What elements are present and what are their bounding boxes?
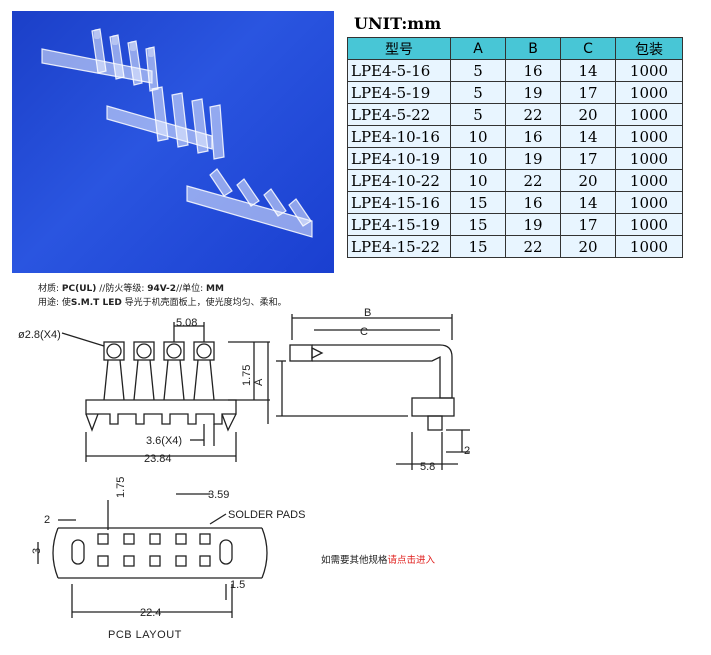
cell-c: 17 xyxy=(560,81,616,104)
cell-model: LPE4-5-16 xyxy=(347,59,451,82)
cell-a: 5 xyxy=(450,103,506,126)
cell-model: LPE4-15-22 xyxy=(347,235,451,258)
cell-b: 22 xyxy=(505,103,561,126)
cell-package: 1000 xyxy=(615,235,683,258)
cell-a: 10 xyxy=(450,125,506,148)
cell-package: 1000 xyxy=(615,103,683,126)
dim-pin-width: 3.6(X4) xyxy=(146,435,182,447)
dim-hole-diameter: ø2.8(X4) xyxy=(18,329,61,341)
dim-a: A xyxy=(253,378,265,386)
more-specs-note: 如需要其他规格请点击进入 xyxy=(321,552,435,566)
fire-label: //防火等级: xyxy=(96,284,148,294)
dim-pcb-2: 2 xyxy=(44,514,50,526)
cell-a: 10 xyxy=(450,147,506,170)
material-note: 材质: PC(UL) //防火等级: 94V-2//单位: MM xyxy=(38,281,224,294)
cell-model: LPE4-10-16 xyxy=(347,125,451,148)
dim-pcb-3: 3 xyxy=(31,548,43,554)
header-b: B xyxy=(505,37,561,60)
cell-b: 19 xyxy=(505,147,561,170)
cell-a: 10 xyxy=(450,169,506,192)
material-value: PC(UL) xyxy=(61,284,97,294)
fire-value: 94V-2 xyxy=(147,284,177,294)
cell-package: 1000 xyxy=(615,147,683,170)
usage-label: 用途: 使 xyxy=(38,298,71,308)
usage-note: 用途: 使S.M.T LED 导光于机壳面板上，使光度均匀、柔和。 xyxy=(38,295,287,308)
led-array xyxy=(103,341,215,401)
cell-c: 17 xyxy=(560,147,616,170)
material-label: 材质: xyxy=(38,284,62,294)
cell-c: 20 xyxy=(560,235,616,258)
usage-rest: 导光于机壳面板上，使光度均匀、柔和。 xyxy=(121,298,287,308)
cell-b: 16 xyxy=(505,191,561,214)
dim-c: C xyxy=(360,326,368,338)
dim-pcb-15: 1.5 xyxy=(230,579,245,591)
cell-package: 1000 xyxy=(615,81,683,104)
cell-a: 15 xyxy=(450,235,506,258)
dim-pcb-224: 22.4 xyxy=(140,607,161,619)
cell-c: 14 xyxy=(560,125,616,148)
cell-model: LPE4-15-16 xyxy=(347,191,451,214)
table-header-row: 型号 A B C 包装 xyxy=(347,37,683,60)
cell-c: 14 xyxy=(560,191,616,214)
dim-overall-width: 23.84 xyxy=(144,453,172,465)
cell-b: 19 xyxy=(505,213,561,236)
dim-side-58: 5.8 xyxy=(420,461,435,473)
cell-b: 22 xyxy=(505,169,561,192)
dim-pitch: 5.08 xyxy=(176,317,197,329)
cell-package: 1000 xyxy=(615,191,683,214)
side-view xyxy=(276,314,470,470)
cell-c: 17 xyxy=(560,213,616,236)
pcb-layout-view xyxy=(37,493,268,618)
cell-a: 15 xyxy=(450,213,506,236)
product-photo xyxy=(12,11,334,273)
cell-model: LPE4-15-19 xyxy=(347,213,451,236)
unit-label: UNIT:mm xyxy=(354,14,442,33)
unit-value: MM xyxy=(206,284,224,294)
cell-b: 22 xyxy=(505,235,561,258)
cell-package: 1000 xyxy=(615,59,683,82)
dim-pcb-359: 3.59 xyxy=(208,489,229,501)
cell-c: 20 xyxy=(560,103,616,126)
cell-package: 1000 xyxy=(615,169,683,192)
cell-b: 19 xyxy=(505,81,561,104)
more-specs-prefix: 如需要其他规格 xyxy=(321,555,388,566)
solder-pads-label: SOLDER PADS xyxy=(228,509,305,521)
cell-model: LPE4-5-22 xyxy=(347,103,451,126)
cell-b: 16 xyxy=(505,125,561,148)
dim-b: B xyxy=(364,307,371,319)
pcb-layout-label: PCB LAYOUT xyxy=(108,629,182,641)
unit-sep: //单位: xyxy=(176,284,207,294)
more-specs-link[interactable]: 请点击进入 xyxy=(387,555,436,566)
usage-value: S.M.T LED xyxy=(70,298,122,308)
header-c: C xyxy=(560,37,616,60)
dim-pcb-175: 1.75 xyxy=(115,477,127,498)
dim-side-2: 2 xyxy=(464,445,470,457)
header-package: 包装 xyxy=(615,37,683,60)
header-a: A xyxy=(450,37,506,60)
dim-height-175: 1.75 xyxy=(241,365,253,386)
cell-package: 1000 xyxy=(615,125,683,148)
